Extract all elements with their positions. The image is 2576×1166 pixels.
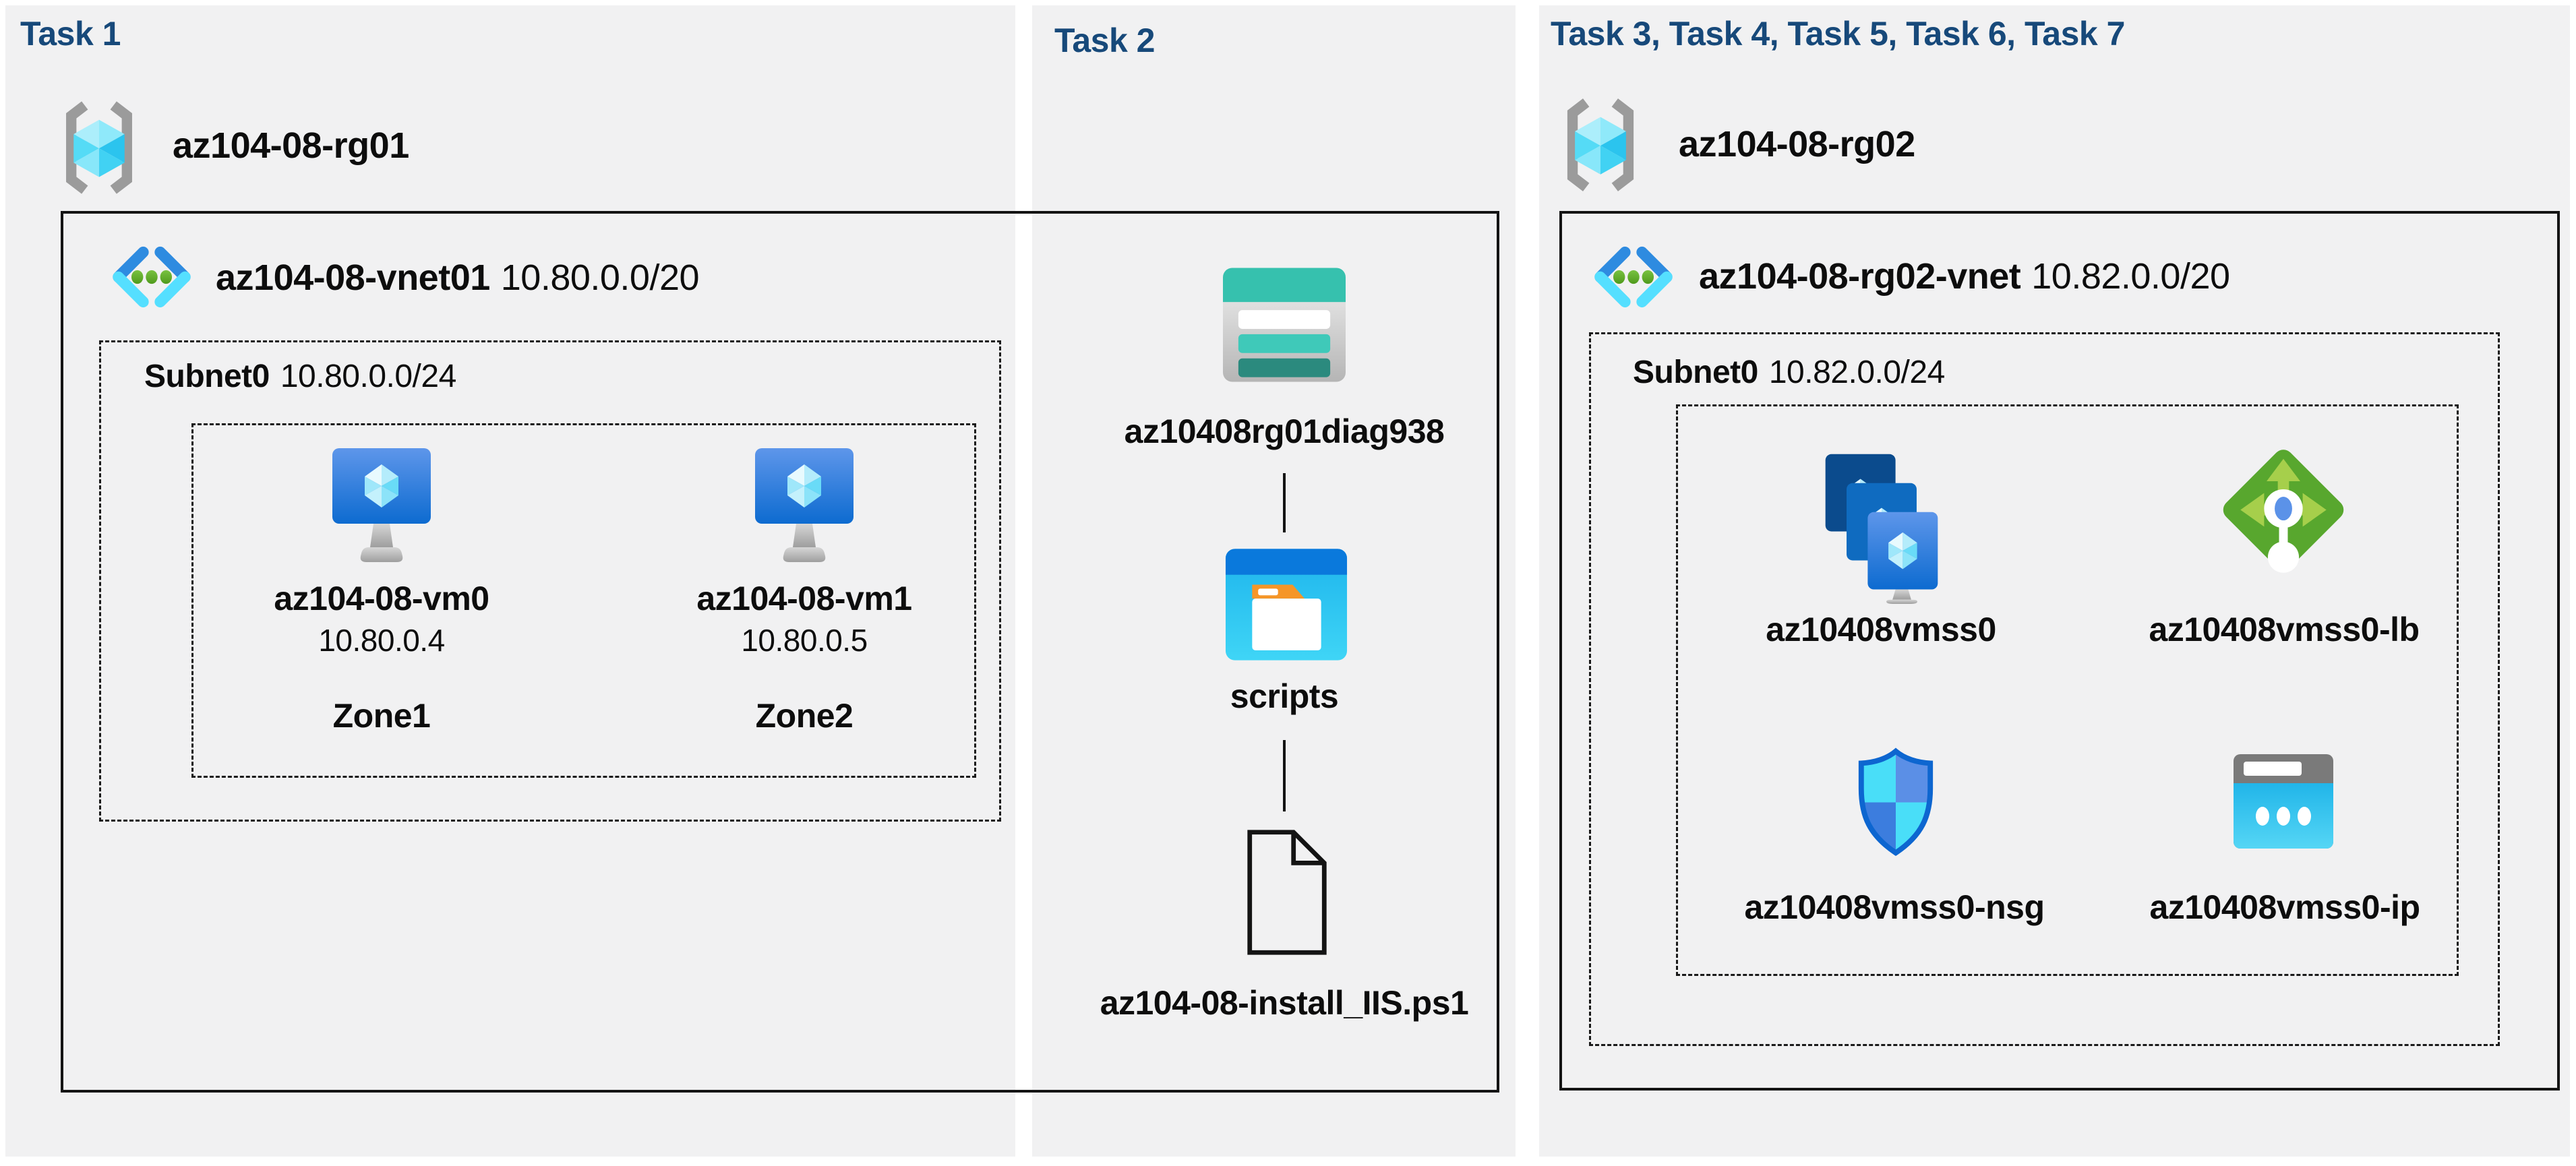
- task1-header: Task 1: [20, 15, 121, 53]
- network-security-group-icon: [1853, 740, 1939, 864]
- subnet-label: Subnet0 10.80.0.0/24: [144, 359, 456, 395]
- vmss-group-box: [1676, 404, 2459, 976]
- resource-group-icon: [1560, 97, 1641, 193]
- virtual-network-icon: [1591, 236, 1676, 318]
- load-balancer-name: az10408vmss0-lb: [2149, 611, 2420, 648]
- panel-task3-7: [1539, 5, 2570, 1157]
- subnet1-box: [99, 340, 1001, 822]
- subnet-cidr: 10.82.0.0/24: [1768, 355, 1945, 390]
- vnet-name: az104-08-vnet01: [216, 257, 490, 298]
- vmss-name: az10408vmss0: [1766, 611, 1996, 648]
- load-balancer-icon: [2218, 442, 2349, 585]
- vm-zone: Zone2: [755, 697, 853, 735]
- virtual-network-icon: [109, 236, 194, 318]
- vnet-cidr: 10.80.0.0/20: [500, 257, 700, 298]
- vnet1-boundary-box: [61, 211, 1499, 1093]
- public-ip-name: az10408vmss0-ip: [2149, 888, 2420, 926]
- connector-line: [1283, 740, 1286, 811]
- resource-group-name: az104-08-rg01: [173, 125, 409, 166]
- storage-account-icon: [1222, 267, 1346, 383]
- virtual-machine-icon: [330, 446, 433, 566]
- vm-ip: 10.80.0.5: [741, 623, 868, 658]
- resource-group-icon: [59, 100, 139, 195]
- vm-name: az104-08-vm1: [696, 580, 912, 617]
- subnet-name: Subnet0: [144, 359, 270, 394]
- vnet-name: az104-08-rg02-vnet: [1699, 256, 2021, 297]
- script-file-name: az104-08-install_IIS.ps1: [1100, 984, 1469, 1022]
- public-ip-icon: [2233, 754, 2334, 849]
- vm-zone: Zone1: [332, 697, 431, 735]
- panel-task1: [5, 5, 1015, 1157]
- virtual-machine-icon: [753, 446, 856, 566]
- vm-name: az104-08-vm0: [274, 580, 489, 617]
- blob-container-icon: [1225, 547, 1348, 662]
- vm-group-box: [191, 423, 976, 778]
- vnet-cidr: 10.82.0.0/20: [2031, 256, 2230, 297]
- container-name: scripts: [1230, 677, 1339, 715]
- subnet-label: Subnet0 10.82.0.0/24: [1633, 355, 1945, 391]
- connector-line: [1283, 473, 1286, 532]
- subnet2-box: [1589, 332, 2500, 1046]
- storage-account-name: az10408rg01diag938: [1124, 412, 1445, 450]
- vm-ip: 10.80.0.4: [318, 623, 445, 658]
- subnet-name: Subnet0: [1633, 355, 1758, 390]
- vm-scale-set-icon: [1818, 453, 1946, 604]
- task2-header: Task 2: [1054, 22, 1155, 59]
- task3-7-header: Task 3, Task 4, Task 5, Task 6, Task 7: [1551, 15, 2125, 53]
- vnet2-boundary-box: [1559, 211, 2560, 1091]
- script-file-icon: [1244, 826, 1330, 958]
- subnet-cidr: 10.80.0.0/24: [280, 359, 456, 394]
- nsg-name: az10408vmss0-nsg: [1744, 888, 2045, 926]
- resource-group-name: az104-08-rg02: [1679, 124, 1915, 164]
